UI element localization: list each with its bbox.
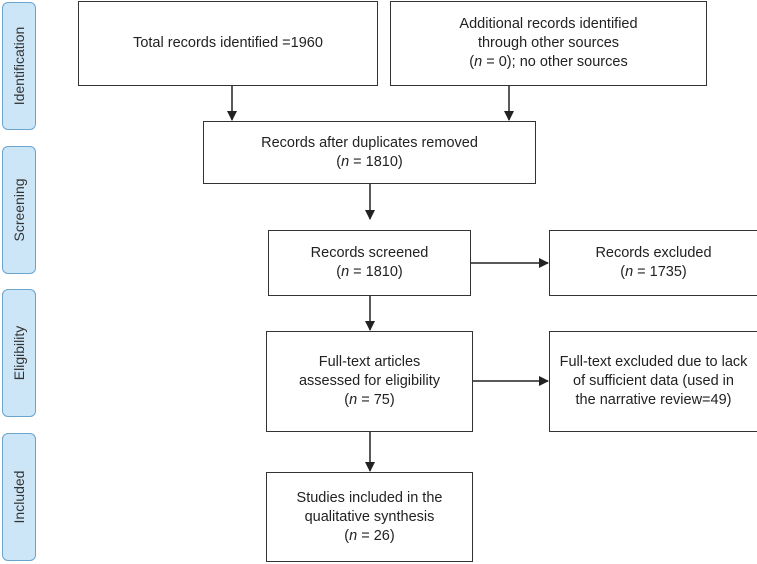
phase-included: Included xyxy=(2,433,36,561)
fulltext-assessed-line2: assessed for eligibility xyxy=(298,373,441,389)
additional-records-line1: Additional records identified xyxy=(459,16,638,32)
studies-included-line1: Studies included in the xyxy=(296,489,443,506)
box-records-excluded: Records excluded (n = 1735) xyxy=(549,230,757,296)
duplicates-removed-label: Records after duplicates removed xyxy=(261,134,478,151)
phase-identification: Identification xyxy=(2,2,36,130)
box-duplicates-removed: Records after duplicates removed (n = 18… xyxy=(203,121,536,184)
fulltext-excluded-line2: of sufficient data (used in xyxy=(573,373,734,389)
box-fulltext-excluded: Full-text excluded due to lack of suffic… xyxy=(549,331,757,432)
records-screened-count: (n = 1810) xyxy=(336,264,403,280)
duplicates-removed-count: (n = 1810) xyxy=(336,153,403,170)
box-fulltext-assessed: Full-text articles assessed for eligibil… xyxy=(266,331,473,432)
fulltext-excluded-line1: Full-text excluded due to lack xyxy=(559,354,748,370)
box-studies-included: Studies included in the qualitative synt… xyxy=(266,472,473,562)
fulltext-excluded-line3: the narrative review=49) xyxy=(575,392,732,408)
records-excluded-label: Records excluded xyxy=(595,245,712,261)
additional-records-count: (n = 0); no other sources xyxy=(469,54,628,70)
records-screened-label: Records screened xyxy=(310,245,429,261)
additional-records-line2: through other sources xyxy=(477,35,620,51)
studies-included-line2: qualitative synthesis xyxy=(304,508,435,525)
fulltext-assessed-line1: Full-text articles xyxy=(318,354,421,370)
studies-included-count: (n = 26) xyxy=(344,527,395,544)
phase-screening: Screening xyxy=(2,146,36,274)
fulltext-assessed-count: (n = 75) xyxy=(344,392,395,408)
box-total-records: Total records identified =1960 xyxy=(78,1,378,86)
total-records-text: Total records identified =1960 xyxy=(133,35,323,51)
phase-eligibility: Eligibility xyxy=(2,289,36,417)
records-excluded-count: (n = 1735) xyxy=(620,264,687,280)
box-records-screened: Records screened (n = 1810) xyxy=(268,230,471,296)
box-additional-records: Additional records identified through ot… xyxy=(390,1,707,86)
